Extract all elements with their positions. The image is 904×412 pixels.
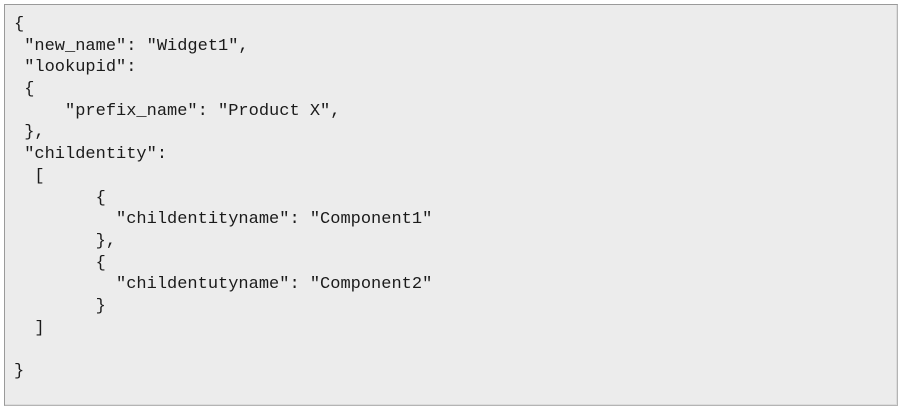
code-line: "childentity": [14, 145, 168, 165]
code-line: } [14, 296, 106, 316]
code-line: "new_name": "Widget1", [14, 36, 249, 56]
code-listing[interactable]: { "new_name": "Widget1", "lookupid": { "… [5, 5, 897, 383]
code-block-panel: { "new_name": "Widget1", "lookupid": { "… [4, 4, 898, 406]
code-line: { [14, 188, 106, 208]
code-line: "childentityname": "Component1" [14, 210, 433, 230]
code-line: } [14, 362, 25, 381]
code-line: { [14, 253, 106, 273]
code-line: }, [14, 123, 45, 143]
code-line: "prefix_name": "Product X", [14, 101, 341, 121]
code-line: "lookupid": [14, 58, 137, 78]
code-line: }, [14, 231, 117, 251]
code-line: "childentutyname": "Component2" [14, 275, 433, 295]
code-line: [ [14, 166, 45, 186]
code-line: { [14, 80, 35, 100]
code-line [14, 339, 897, 361]
code-line: { [14, 15, 25, 34]
code-line: ] [14, 318, 45, 338]
